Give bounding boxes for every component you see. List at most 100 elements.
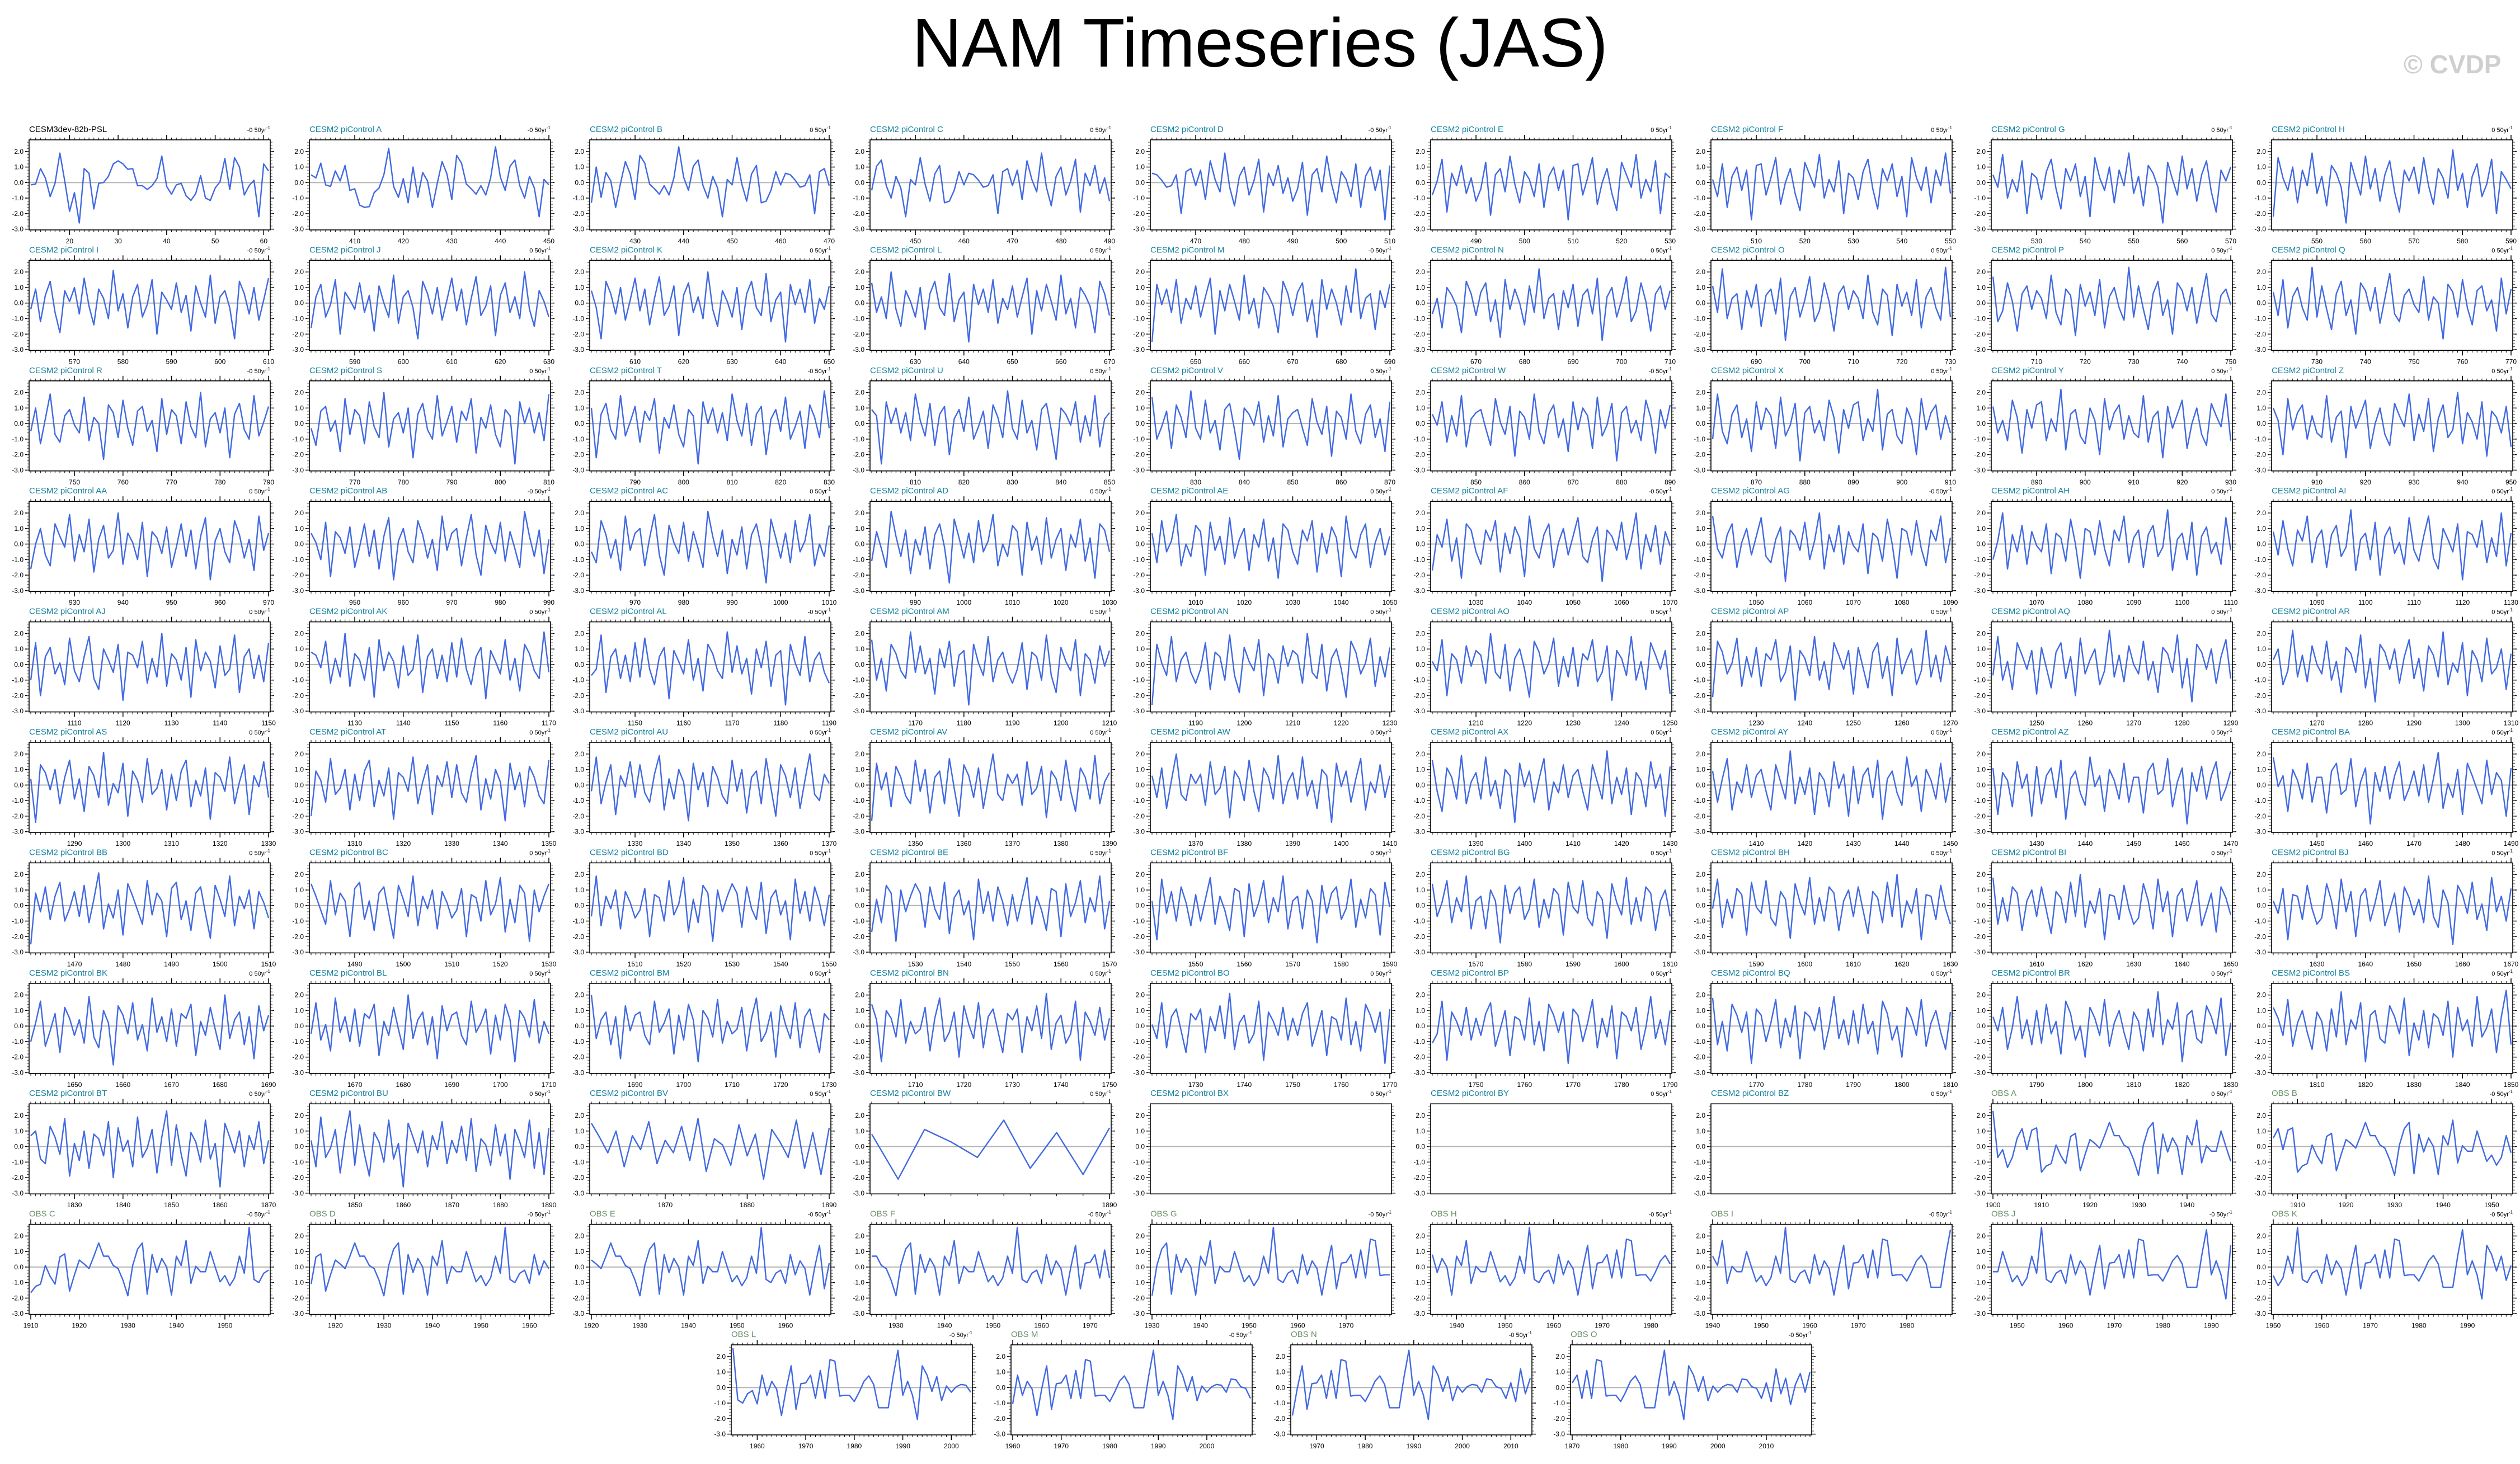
x-tick-label: 860 bbox=[1519, 478, 1530, 486]
plot-frame bbox=[309, 260, 551, 351]
series-line bbox=[590, 390, 830, 465]
panel-title: CESM2 piControl H bbox=[2272, 125, 2345, 134]
x-tick-label: 710 bbox=[1665, 357, 1676, 365]
y-tick-label: 0.0 bbox=[1416, 420, 1425, 427]
x-tick-label: 410 bbox=[349, 237, 360, 245]
x-tick-label: 610 bbox=[263, 357, 274, 365]
panel-title: CESM2 piControl U bbox=[870, 366, 943, 375]
y-tick-label: 2.0 bbox=[1416, 148, 1425, 156]
x-tick-label: 460 bbox=[775, 237, 786, 245]
y-tick-label: -1.0 bbox=[1133, 435, 1145, 443]
x-tick-label: 760 bbox=[2457, 357, 2468, 365]
y-tick-label: 0.0 bbox=[855, 299, 864, 307]
trend-value: 0 50yr bbox=[1931, 247, 1948, 254]
trend-value: -0 50yr bbox=[808, 368, 828, 375]
trend-label: 0 50yr-1 bbox=[1090, 246, 1111, 254]
y-tick-label: -1.0 bbox=[1413, 194, 1425, 202]
x-tick-label: 470 bbox=[1190, 237, 1201, 245]
y-tick-label: 0.0 bbox=[294, 299, 304, 307]
x-tick-label: 930 bbox=[2225, 478, 2236, 486]
y-tick-label: -2.0 bbox=[292, 330, 304, 338]
x-tick-label: 480 bbox=[1055, 237, 1066, 245]
x-tick-label: 790 bbox=[263, 478, 274, 486]
y-tick-label: 2.0 bbox=[1976, 389, 1986, 397]
y-tick-label: 0.0 bbox=[2256, 420, 2266, 427]
y-tick-label: -1.0 bbox=[853, 314, 864, 322]
y-tick-label: -3.0 bbox=[853, 346, 864, 354]
y-tick-label: 2.0 bbox=[575, 389, 584, 397]
y-tick-label: -2.0 bbox=[1974, 451, 1986, 459]
y-tick-label: -1.0 bbox=[12, 435, 23, 443]
y-tick-label: -2.0 bbox=[2254, 210, 2266, 218]
x-tick-label: 530 bbox=[1848, 237, 1859, 245]
y-tick-label: 0.0 bbox=[1135, 299, 1145, 307]
y-tick-label: 1.0 bbox=[855, 284, 864, 291]
trend-exponent: -1 bbox=[1107, 246, 1112, 251]
x-tick-label: 910 bbox=[2128, 478, 2140, 486]
y-tick-label: 0.0 bbox=[1976, 299, 1986, 307]
x-tick-label: 490 bbox=[1470, 237, 1482, 245]
y-tick-label: 0.0 bbox=[14, 299, 23, 307]
y-tick-label: 0.0 bbox=[1135, 420, 1145, 427]
y-tick-label: -2.0 bbox=[1133, 210, 1145, 218]
trend-exponent: -1 bbox=[827, 246, 831, 251]
y-tick-label: 0.0 bbox=[855, 420, 864, 427]
plot-frame bbox=[1991, 380, 2233, 472]
panel-title: CESM2 piControl A bbox=[309, 125, 382, 134]
y-tick-label: 0.0 bbox=[1696, 420, 1705, 427]
y-tick-label: -1.0 bbox=[12, 194, 23, 202]
panel-title: CESM2 piControl Y bbox=[1991, 366, 2064, 375]
x-tick-label: 870 bbox=[1384, 478, 1395, 486]
y-tick-label: -2.0 bbox=[853, 330, 864, 338]
trend-label: 0 50yr-1 bbox=[529, 366, 551, 375]
series-line bbox=[1992, 152, 2232, 224]
plot-frame bbox=[309, 380, 551, 472]
y-tick-label: -3.0 bbox=[12, 225, 23, 233]
y-tick-label: 1.0 bbox=[1696, 284, 1705, 291]
trend-exponent: -1 bbox=[2509, 366, 2513, 371]
trend-value: 0 50yr bbox=[529, 368, 547, 375]
panel-title: CESM2 piControl Z bbox=[2272, 366, 2344, 375]
x-tick-label: 750 bbox=[2225, 357, 2236, 365]
series-line bbox=[1431, 268, 1671, 341]
x-tick-label: 900 bbox=[2080, 478, 2091, 486]
x-tick-label: 860 bbox=[1336, 478, 1347, 486]
y-tick-label: -3.0 bbox=[12, 466, 23, 474]
y-tick-label: -3.0 bbox=[1974, 466, 1986, 474]
x-tick-label: 670 bbox=[1104, 357, 1115, 365]
plot-frame bbox=[29, 139, 271, 230]
x-tick-label: 60 bbox=[260, 237, 268, 245]
x-tick-label: 700 bbox=[1799, 357, 1811, 365]
plot-frame bbox=[2271, 139, 2513, 230]
x-tick-label: 850 bbox=[1470, 478, 1482, 486]
trend-exponent: -1 bbox=[2228, 246, 2233, 251]
x-tick-label: 890 bbox=[2031, 478, 2042, 486]
trend-value: 0 50yr bbox=[1651, 247, 1668, 254]
plot-frame bbox=[1710, 380, 1953, 472]
x-tick-label: 500 bbox=[1519, 237, 1530, 245]
panel: CESM2 piControl I-0 50yr-1-3.0-2.0-1.00.… bbox=[12, 245, 274, 365]
y-tick-label: 2.0 bbox=[1976, 268, 1986, 276]
x-tick-label: 880 bbox=[1616, 478, 1627, 486]
panel: CESM2 piControl M-0 50yr-1-3.0-2.0-1.00.… bbox=[1133, 245, 1395, 365]
y-tick-label: 1.0 bbox=[2256, 284, 2266, 291]
y-tick-label: 2.0 bbox=[855, 148, 864, 156]
series-line bbox=[1712, 152, 1952, 221]
x-tick-label: 30 bbox=[114, 237, 122, 245]
x-tick-label: 800 bbox=[495, 478, 506, 486]
trend-value: 0 50yr bbox=[1651, 127, 1668, 134]
trend-exponent: -1 bbox=[1107, 125, 1112, 130]
y-tick-label: 0.0 bbox=[2256, 178, 2266, 186]
x-tick-label: 510 bbox=[1384, 237, 1395, 245]
y-tick-label: 0.0 bbox=[575, 178, 584, 186]
y-tick-label: 2.0 bbox=[2256, 148, 2266, 156]
y-tick-label: 2.0 bbox=[1976, 148, 1986, 156]
y-tick-label: 1.0 bbox=[1976, 404, 1986, 412]
trend-exponent: -1 bbox=[266, 125, 271, 130]
panel-title: CESM3dev-82b-PSL bbox=[29, 125, 107, 134]
x-tick-label: 850 bbox=[1287, 478, 1299, 486]
